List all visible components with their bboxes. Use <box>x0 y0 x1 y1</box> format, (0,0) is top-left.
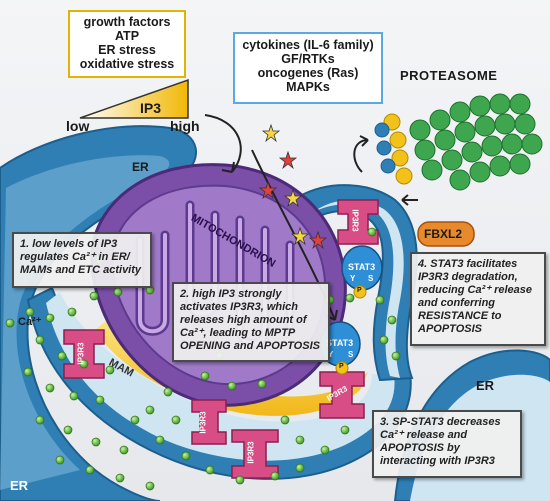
note-3-line: interacting with IP3R3 <box>380 455 495 467</box>
ip3r3-label-left: IP3R3 <box>76 342 86 365</box>
ip3-label: IP3 <box>140 100 162 116</box>
ligand-stars <box>258 123 328 250</box>
er-right-label: ER <box>476 378 495 393</box>
note-4-line: and conferring <box>418 297 496 309</box>
ip3-gradient <box>79 78 189 119</box>
calcium-legend-label: Ca²⁺ <box>18 316 42 328</box>
calcium-ions <box>5 227 401 491</box>
stat3-label-top: STAT3 <box>348 262 376 272</box>
ip3-low-label: low <box>66 118 90 134</box>
note-2-line: Ca²⁺, leading to MPTP <box>180 327 296 339</box>
note-1-line: regulates Ca²⁺ in ER/ <box>20 251 130 263</box>
er-right <box>298 184 418 382</box>
proteasome <box>374 93 543 191</box>
signal-oncogenes: oncogenes (Ras) <box>257 66 359 80</box>
note-4-line: reducing Ca²⁺ release <box>418 284 533 296</box>
ip3r3-label-top: IP3R3 <box>350 209 360 232</box>
fbxl2-protein <box>417 221 475 247</box>
stimuli-box: growth factors ATP ER stress oxidative s… <box>68 10 186 78</box>
note-4-line: IP3R3 degradation, <box>418 271 518 283</box>
signals-box: cytokines (IL-6 family) GF/RTKs oncogene… <box>233 32 383 104</box>
stat3-s-top: S <box>368 274 374 283</box>
phospho-p-top: P <box>357 287 362 294</box>
note-3-line: 3. SP-STAT3 decreases <box>380 416 501 428</box>
phospho-p-mam: P <box>339 363 344 370</box>
note-1-line: MAMs and ETC activity <box>20 264 142 276</box>
note-2-high-ip3: 2. high IP3 strongly activates IP3R3, wh… <box>172 282 330 362</box>
note-2-line: releases high amount of <box>180 314 307 326</box>
note-3-line: APOPTOSIS by <box>380 442 460 454</box>
note-2-line: OPENING and APOPTOSIS <box>180 340 320 352</box>
stimulus-er-stress: ER stress <box>98 43 156 57</box>
stat3-proteins <box>319 245 383 375</box>
note-3-line: Ca²⁺ release and <box>380 429 468 441</box>
note-1-line: 1. low levels of IP3 <box>20 238 118 250</box>
stat3-s-mam: S <box>348 350 354 359</box>
note-1-low-ip3: 1. low levels of IP3 regulates Ca²⁺ in E… <box>12 232 152 288</box>
ip3r3-label-mam: IP3R3 <box>198 411 208 434</box>
fbxl2-label: FBXL2 <box>424 227 463 241</box>
er-top-label: ER <box>132 160 149 174</box>
ip3r3-channels <box>63 199 379 479</box>
note-4-stat3-degradation: 4. STAT3 facilitates IP3R3 degradation, … <box>410 252 546 346</box>
note-3-sp-stat3: 3. SP-STAT3 decreases Ca²⁺ release and A… <box>372 410 522 478</box>
ip3-high-label: high <box>170 118 200 134</box>
signal-cytokines: cytokines (IL-6 family) <box>242 38 374 52</box>
er-bottom-label: ER <box>10 478 29 493</box>
note-4-line: 4. STAT3 facilitates <box>418 258 518 270</box>
stimulus-growth-factors: growth factors <box>83 15 171 29</box>
stat3-label-mam: STAT3 <box>326 338 354 348</box>
signal-gf-rtks: GF/RTKs <box>281 52 335 66</box>
ip3r3-label-bottom: IP3R3 <box>246 441 256 464</box>
note-2-line: 2. high IP3 strongly <box>180 288 282 300</box>
note-4-line: APOPTOSIS <box>418 323 482 335</box>
stimulus-oxidative-stress: oxidative stress <box>79 57 175 71</box>
stimulus-atp: ATP <box>114 29 140 43</box>
note-4-line: RESISTANCE to <box>418 310 502 322</box>
stat3-y-top: Y <box>350 274 356 283</box>
note-2-line: activates IP3R3, which <box>180 301 298 313</box>
signal-mapks: MAPKs <box>286 80 330 94</box>
stat3-y-mam: Y <box>328 350 334 359</box>
proteasome-label: PROTEASOME <box>400 68 498 83</box>
